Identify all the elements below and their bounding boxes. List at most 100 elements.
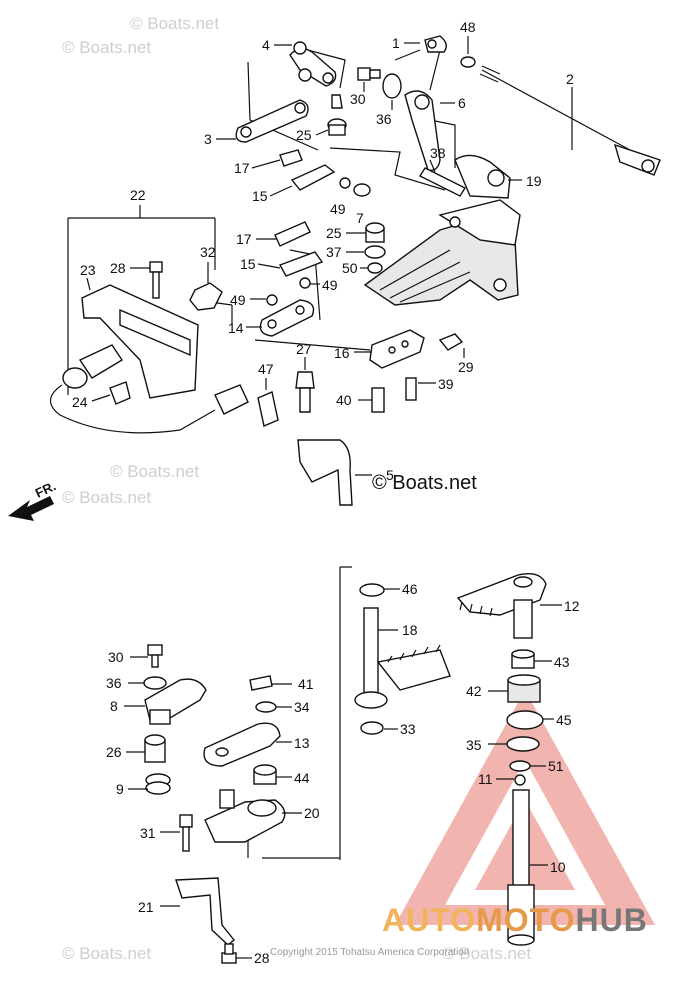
callout-28b: 28 [254,950,270,966]
callout-37: 37 [326,244,342,260]
callout-9: 9 [116,781,124,797]
part-27-bolt [295,371,315,413]
part-36-washer [382,73,402,99]
part-5-bracket [297,439,353,506]
part-51-clip [509,760,531,772]
callout-7: 7 [356,210,364,226]
part-42-bearing [507,674,541,703]
part-21-bracket [175,877,235,946]
callout-25a: 25 [296,127,312,143]
part-15-link-lower [278,251,324,277]
callout-42: 42 [466,683,482,699]
part-6-lever [331,90,441,171]
callout-39: 39 [438,376,454,392]
part-32-nut [189,282,223,311]
part-38-bolt [418,167,467,197]
callout-34: 34 [294,699,310,715]
callout-46: 46 [402,581,418,597]
callout-45: 45 [556,712,572,728]
part-25-bushing-lower [365,222,385,243]
part-36-washer-lower [143,676,167,690]
callout-33: 33 [400,721,416,737]
part-29-bolt [438,333,464,351]
part-40-bolt [371,387,385,413]
part-9-spring [145,773,171,795]
part-22-switch [62,344,123,389]
callout-36a: 36 [376,111,392,127]
callout-11: 11 [478,771,493,787]
callout-30a: 30 [350,91,366,107]
callout-31: 31 [140,825,156,841]
part-30-bolt-lower [147,644,163,668]
part-28-bolt [149,261,163,299]
front-arrow-icon [8,496,54,521]
callout-15a: 15 [252,188,268,204]
part-19-bracket [454,154,511,199]
footer-copyright: Copyright 2015 Tohatsu America Corporati… [270,947,470,958]
part-10-shaft [507,789,535,946]
callout-15b: 15 [240,256,256,272]
callout-5: 5 [386,467,394,483]
callout-24: 24 [72,394,88,410]
callout-48: 48 [460,19,476,35]
watermark: © Boats.net [442,944,532,963]
callout-49a: 49 [330,201,346,217]
part-28-bolt-lower [221,943,237,964]
brand-logo: AUTOMOTOHUB [382,902,648,939]
part-31-bolt [179,814,193,852]
callout-28a: 28 [110,260,126,276]
part-24-clip [109,381,131,405]
part-44-bushing [253,764,277,785]
part-30-bolt [357,67,381,81]
part-11-pin [514,774,526,786]
part-50-clip [367,262,383,274]
callout-47: 47 [258,361,274,377]
part-25-bushing [327,118,347,136]
part-33-washer [360,721,384,735]
callout-29: 29 [458,359,474,375]
part-8-arm [144,678,207,725]
part-12-gear [456,572,547,639]
watermark: © Boats.net [62,38,152,57]
part-20-plate [204,789,286,843]
callout-16: 16 [334,345,350,361]
callout-6: 6 [458,95,466,111]
part-39-bolt [405,377,417,401]
watermark: © Boats.net [130,14,220,33]
callout-19: 19 [526,173,542,189]
callout-18: 18 [402,622,418,638]
callout-43: 43 [554,654,570,670]
callout-32: 32 [200,244,216,260]
part-43-bushing [511,649,535,669]
part-17-clip-lower [274,221,311,247]
part-49-clip [339,177,351,189]
watermark: © Boats.net [110,462,200,481]
main-bracket [363,199,521,306]
part-49-clip-left [266,294,278,306]
part-2-cable [479,65,661,176]
part-1-joint [424,35,447,53]
watermark: © Boats.net [62,944,152,963]
part-15-link [290,164,336,191]
callout-35: 35 [466,737,482,753]
callout-20: 20 [304,805,320,821]
callout-41: 41 [298,676,314,692]
part-23-bracket [81,284,199,399]
callout-23: 23 [80,262,96,278]
callout-50: 50 [342,260,358,276]
callout-49c: 49 [322,277,338,293]
part-47-connector [214,384,279,427]
copyright-mark: © Boats.net [372,472,477,494]
part-48-nut [460,56,476,68]
part-37-washer [364,245,386,259]
callout-22: 22 [130,187,146,203]
callout-40: 40 [336,392,352,408]
callout-12: 12 [564,598,580,614]
part-14-plate [259,299,315,337]
callout-10: 10 [550,859,566,875]
part-4-linkage [289,41,337,87]
watermark: © Boats.net [62,488,152,507]
part-34-washer [255,701,277,713]
callout-13: 13 [294,735,310,751]
